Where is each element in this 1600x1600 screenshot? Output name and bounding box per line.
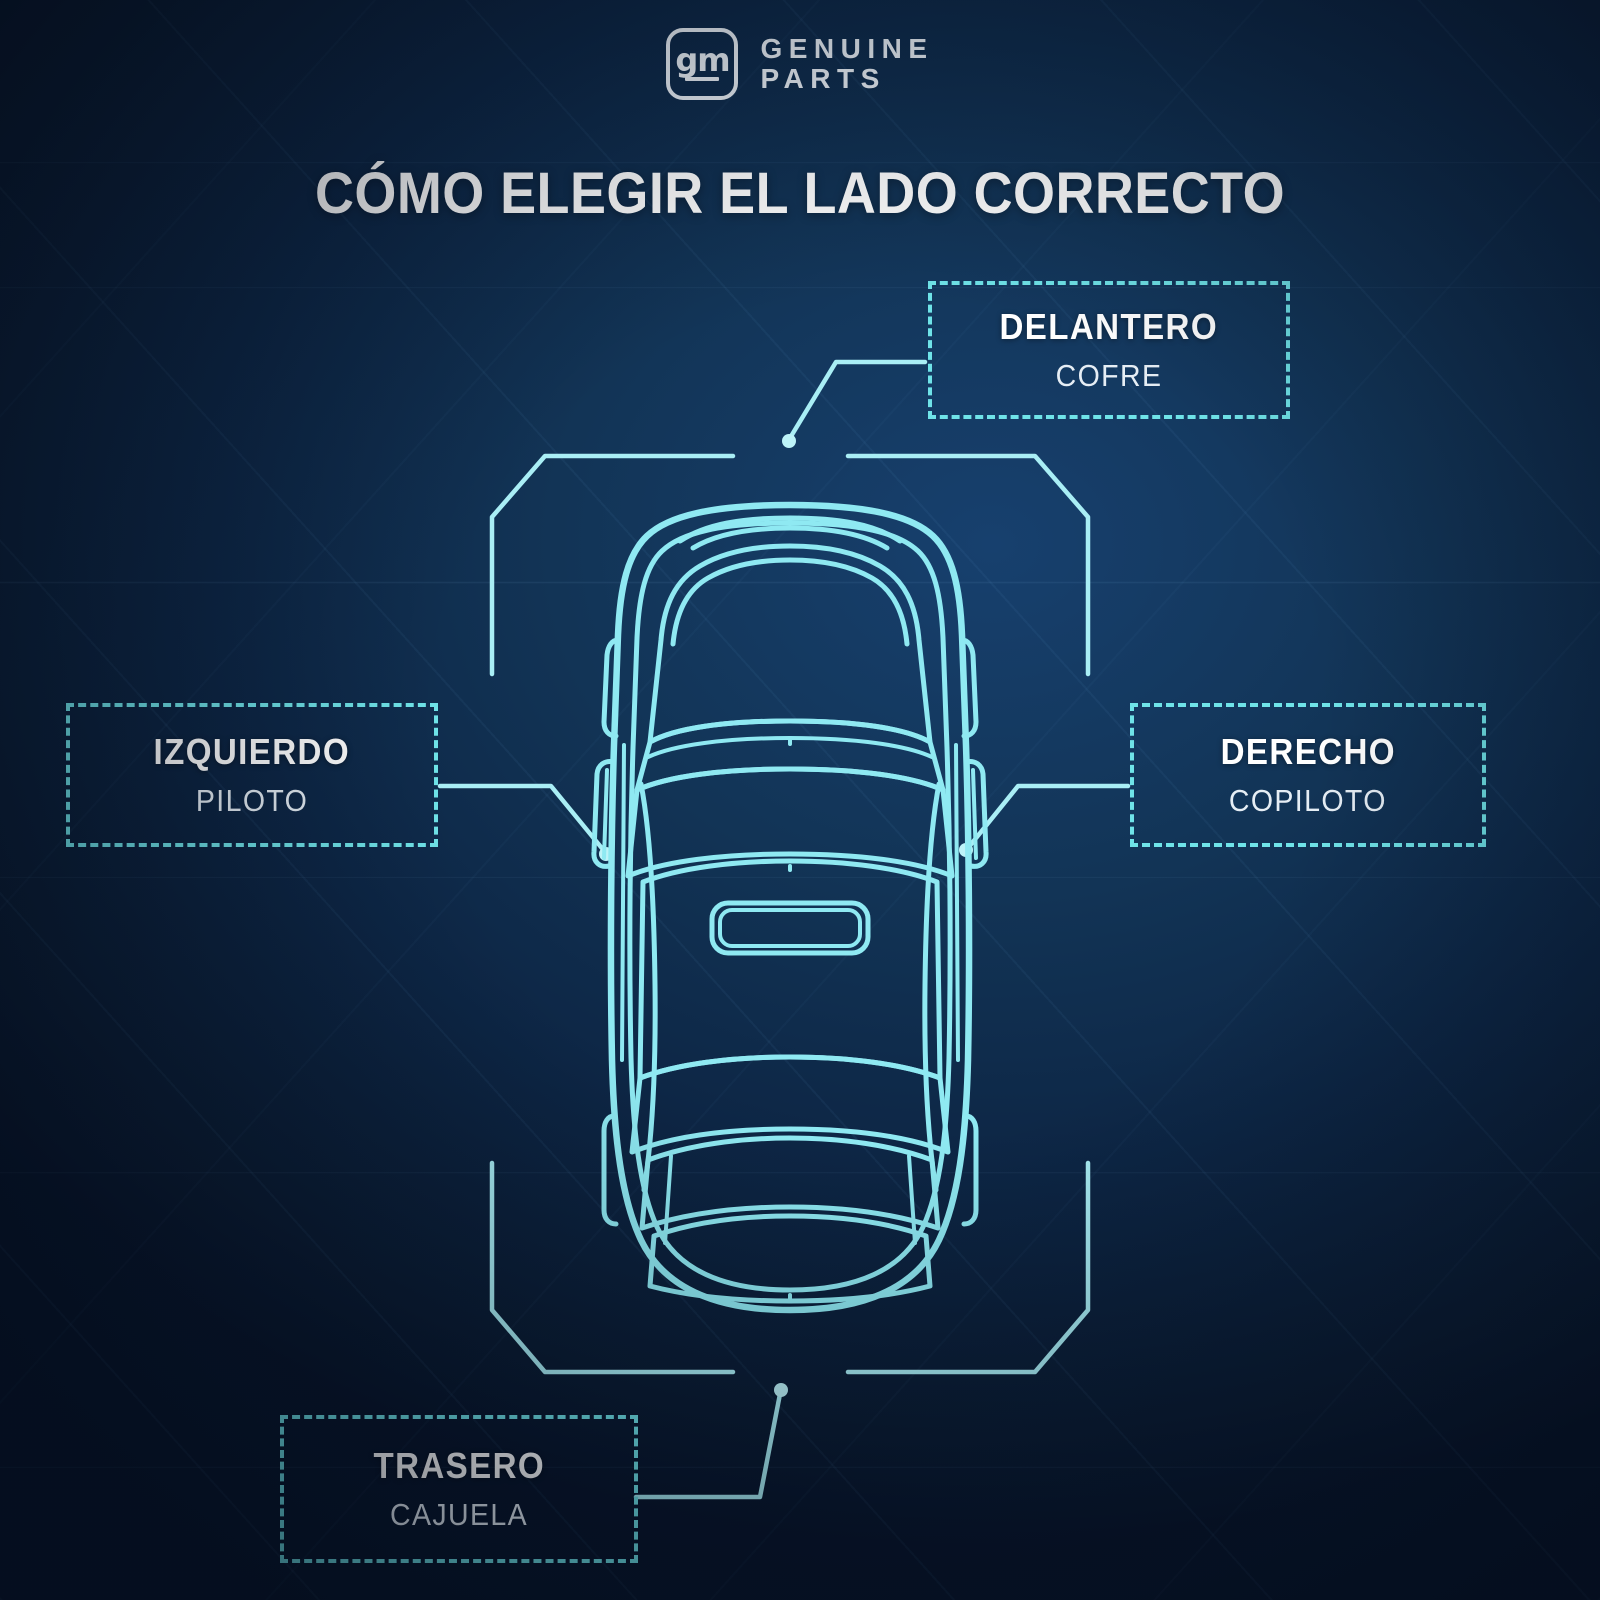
gm-logo-text: gm xyxy=(675,40,730,79)
callout-front[interactable]: DELANTERO COFRE xyxy=(928,281,1290,419)
callout-right-title: DERECHO xyxy=(1220,730,1396,772)
brand-line-2: PARTS xyxy=(760,63,886,94)
car-top-view-icon xyxy=(591,501,989,1314)
leader-line-left xyxy=(437,783,613,861)
leader-line-front xyxy=(782,359,928,448)
leader-line-rear xyxy=(633,1383,788,1500)
callout-left-subtitle: PILOTO xyxy=(195,782,309,818)
callout-left-title: IZQUIERDO xyxy=(153,730,351,772)
bracket-top-right xyxy=(845,453,1091,677)
callout-front-subtitle: COFRE xyxy=(1055,357,1163,393)
bracket-bottom-right xyxy=(845,1160,1091,1375)
callout-rear[interactable]: TRASERO CAJUELA xyxy=(280,1415,638,1563)
callout-rear-subtitle: CAJUELA xyxy=(389,1496,529,1532)
brand-wordmark: GENUINE PARTS xyxy=(760,34,933,93)
callout-front-title: DELANTERO xyxy=(999,305,1219,347)
gm-logo-icon: gm xyxy=(666,28,739,100)
bracket-bottom-left xyxy=(489,1160,736,1375)
leader-line-right xyxy=(959,783,1131,857)
callout-left[interactable]: IZQUIERDO PILOTO xyxy=(66,703,438,847)
bracket-top-left xyxy=(489,453,736,677)
gm-logo-underline xyxy=(685,77,720,82)
callout-rear-title: TRASERO xyxy=(373,1444,545,1486)
callout-right-subtitle: COPILOTO xyxy=(1229,782,1387,818)
brand-line-1: GENUINE xyxy=(760,33,934,65)
brand-lockup: gm GENUINE PARTS xyxy=(0,28,1600,100)
callout-right[interactable]: DERECHO COPILOTO xyxy=(1130,703,1486,847)
page-title: CÓMO ELEGIR EL LADO CORRECTO xyxy=(314,161,1286,226)
